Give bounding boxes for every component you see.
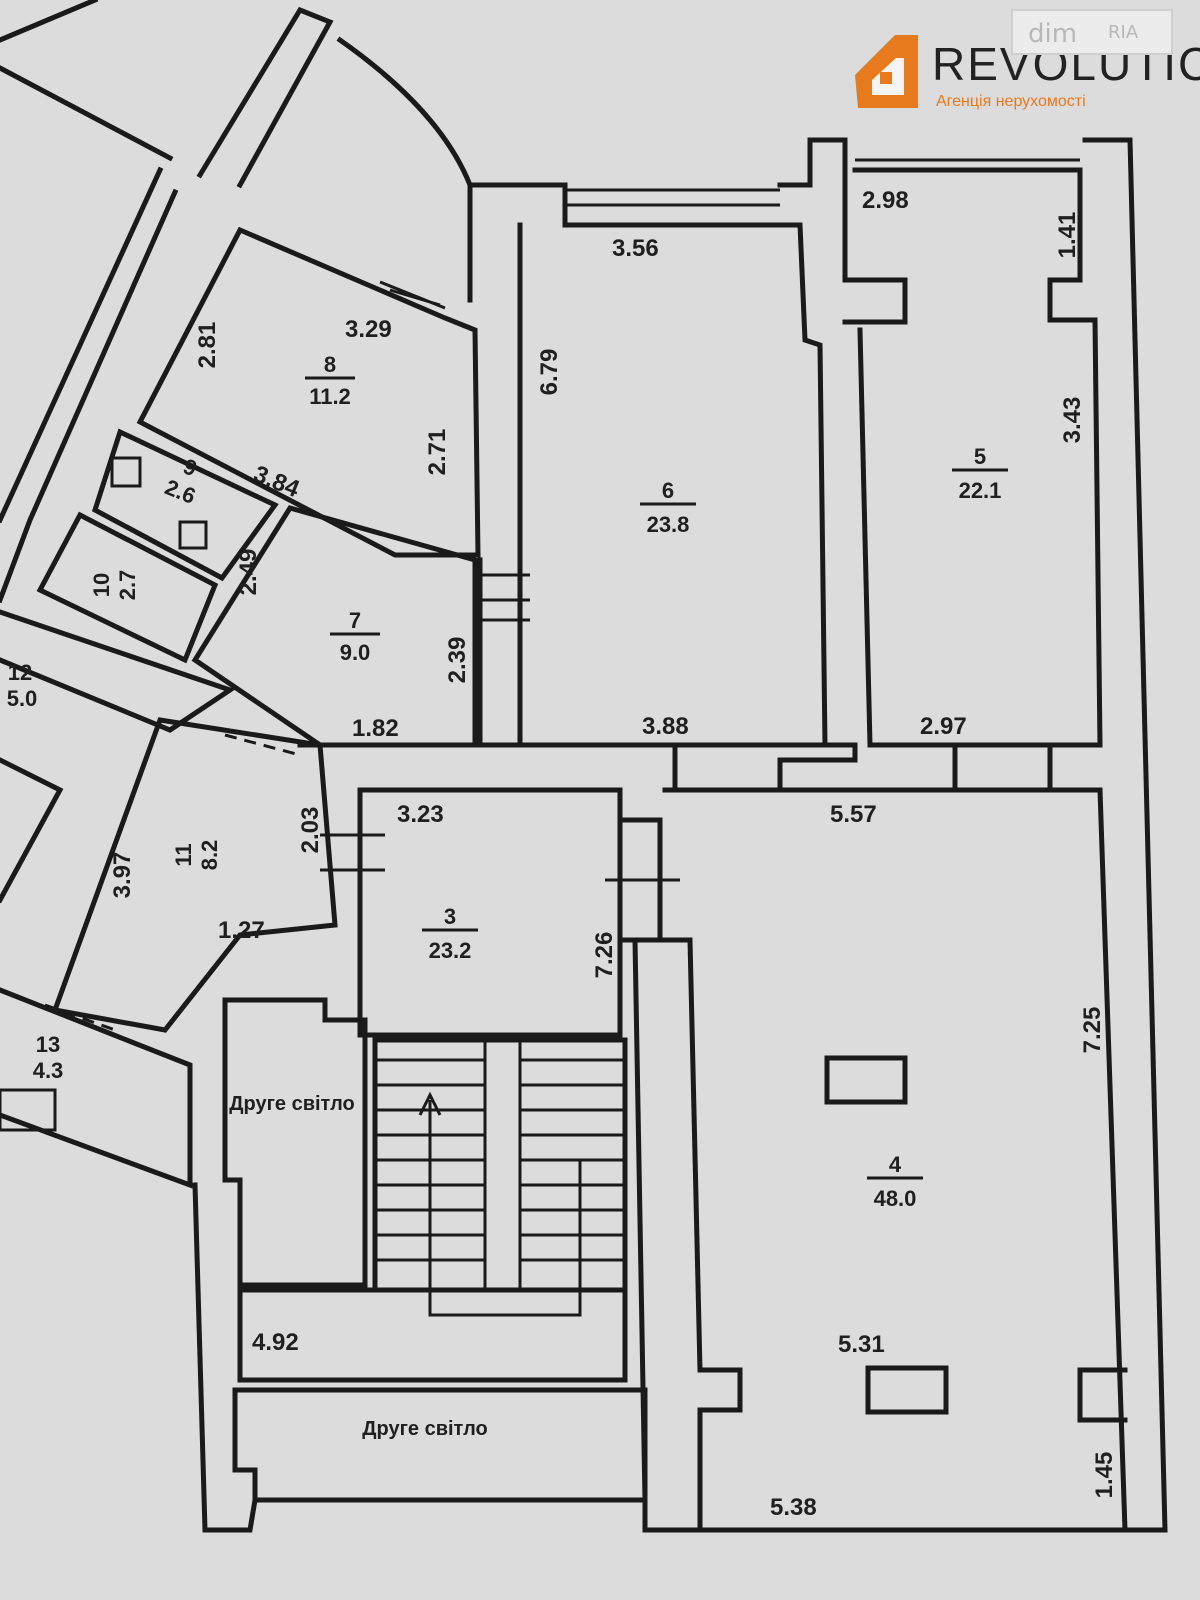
column-1 bbox=[824, 1055, 908, 1105]
room-number: 10 bbox=[89, 573, 114, 597]
room-number: 3 bbox=[444, 904, 456, 929]
room-number: 11 bbox=[171, 843, 196, 866]
room-5: 5 22.1 bbox=[952, 444, 1008, 503]
room-area: 4.3 bbox=[33, 1058, 64, 1083]
dim-label: 2.81 bbox=[194, 322, 221, 369]
room-11: 11 8.2 bbox=[171, 840, 222, 871]
room-area: 5.0 bbox=[7, 686, 38, 711]
room-area: 8.2 bbox=[197, 840, 222, 871]
room-number: 13 bbox=[36, 1032, 60, 1057]
toilet-icon bbox=[110, 456, 142, 488]
room-number: 8 bbox=[324, 352, 336, 377]
room-area: 23.8 bbox=[647, 512, 690, 537]
room-area: 48.0 bbox=[874, 1186, 917, 1211]
watermark: dim RIA bbox=[1011, 9, 1173, 55]
dim-label: 2.71 bbox=[424, 429, 451, 476]
room-number: 12 bbox=[8, 660, 32, 685]
dim-label: 3.23 bbox=[397, 801, 444, 828]
dim-label: 1.41 bbox=[1054, 212, 1081, 259]
dim-label: 1.82 bbox=[352, 715, 399, 742]
room-area: 2.6 bbox=[161, 474, 199, 509]
room-area: 2.7 bbox=[115, 570, 140, 601]
dim-label: 2.97 bbox=[920, 713, 967, 740]
dim-label: 1.27 bbox=[218, 917, 265, 944]
room-3: 3 23.2 bbox=[422, 904, 478, 963]
dim-label: 7.25 bbox=[1079, 1007, 1106, 1054]
dimensions: 2.98 1.41 3.56 6.79 3.43 3.29 2.81 2.71 … bbox=[109, 187, 1118, 1521]
room-area: 11.2 bbox=[309, 384, 351, 409]
dim-label: 3.97 bbox=[109, 852, 136, 899]
second-light-label: Друге світло bbox=[229, 1093, 355, 1115]
room-number: 5 bbox=[974, 444, 986, 469]
dim-label: 5.57 bbox=[830, 801, 877, 828]
logo-tagline: Агенція нерухомості bbox=[936, 93, 1086, 110]
room-6: 6 23.8 bbox=[640, 478, 696, 537]
column-2 bbox=[865, 1365, 949, 1415]
dim-label: 5.38 bbox=[770, 1494, 817, 1521]
dim-label: 3.56 bbox=[612, 235, 659, 262]
sink-icon bbox=[178, 520, 208, 550]
dim-label: 4.92 bbox=[252, 1329, 299, 1356]
dim-label: 3.88 bbox=[642, 713, 689, 740]
room-number: 7 bbox=[349, 608, 361, 633]
room-4: 4 48.0 bbox=[867, 1152, 923, 1211]
dim-label: 5.31 bbox=[838, 1331, 885, 1358]
room-13: 13 4.3 bbox=[33, 1032, 64, 1083]
room-area: 23.2 bbox=[429, 938, 472, 963]
second-light-label: Друге світло bbox=[362, 1418, 488, 1440]
room-number: 6 bbox=[662, 478, 674, 503]
watermark-text: dim bbox=[1028, 19, 1077, 49]
room-12: 12 5.0 bbox=[7, 660, 38, 711]
dim-label: 6.79 bbox=[536, 349, 563, 396]
room-number: 4 bbox=[889, 1152, 902, 1177]
room-9: 9 2.6 bbox=[161, 454, 200, 509]
room-10: 10 2.7 bbox=[89, 570, 140, 601]
room-8: 8 11.2 bbox=[305, 352, 355, 409]
dim-label: 2.39 bbox=[444, 637, 471, 684]
dim-label: 7.26 bbox=[591, 932, 618, 979]
dim-label: 3.29 bbox=[345, 316, 392, 343]
walls bbox=[0, 0, 1168, 1533]
house-logo-icon bbox=[855, 35, 918, 108]
watermark-badge: RIA bbox=[1108, 22, 1139, 43]
staircase bbox=[372, 1037, 628, 1317]
dim-label: 3.43 bbox=[1059, 397, 1086, 444]
stair-arrow-icon bbox=[418, 1091, 442, 1116]
room-7: 7 9.0 bbox=[330, 608, 380, 665]
dim-label: 1.45 bbox=[1091, 1452, 1118, 1499]
dim-label: 2.98 bbox=[862, 187, 909, 214]
dim-label: 2.49 bbox=[235, 549, 262, 596]
room-area: 22.1 bbox=[959, 478, 1002, 503]
dim-label: 2.03 bbox=[297, 807, 324, 854]
room-area: 9.0 bbox=[340, 640, 371, 665]
